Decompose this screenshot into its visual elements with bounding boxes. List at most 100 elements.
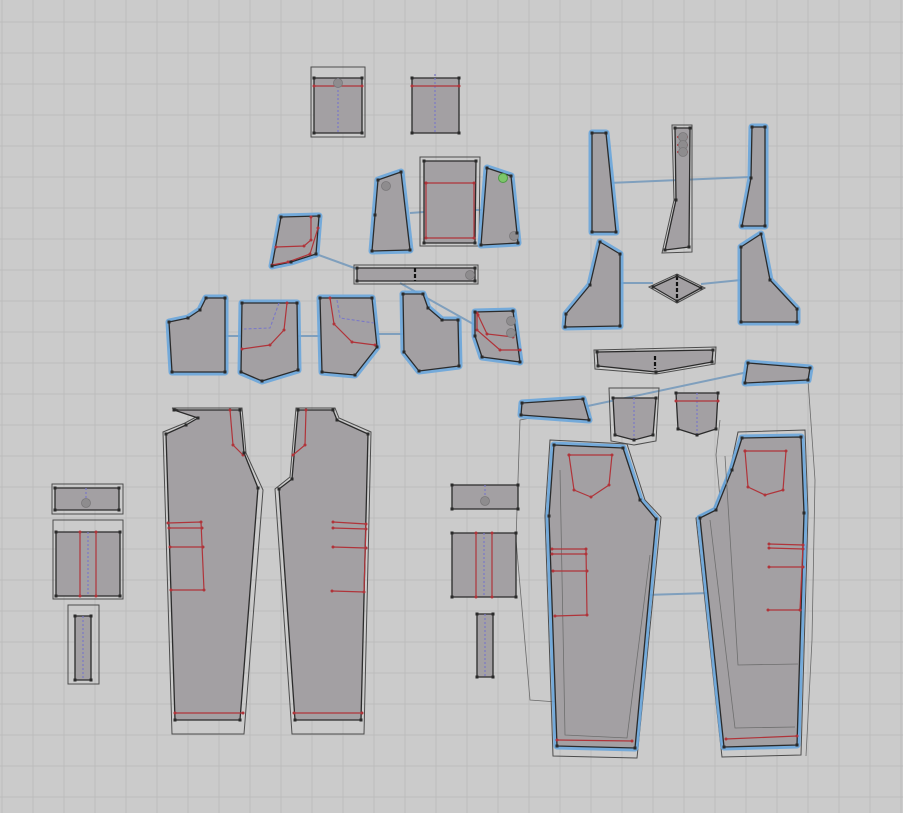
internal-point[interactable] bbox=[674, 399, 678, 403]
vertex-point[interactable] bbox=[518, 360, 522, 364]
internal-point[interactable] bbox=[585, 613, 589, 617]
internal-point[interactable] bbox=[316, 226, 320, 230]
pattern-piece-side-strip-left[interactable] bbox=[588, 129, 620, 236]
vertex-point[interactable] bbox=[196, 416, 200, 420]
vertex-point[interactable] bbox=[676, 427, 680, 431]
vertex-point[interactable] bbox=[172, 408, 176, 412]
internal-point[interactable] bbox=[798, 608, 802, 612]
pattern-piece-pocket-bag-1[interactable] bbox=[237, 299, 302, 385]
internal-point[interactable] bbox=[291, 453, 295, 457]
internal-line[interactable] bbox=[552, 548, 588, 617]
vertex-point[interactable] bbox=[314, 252, 318, 256]
vertex-point[interactable] bbox=[421, 292, 425, 296]
vertex-point[interactable] bbox=[238, 718, 242, 722]
internal-point[interactable] bbox=[331, 520, 335, 524]
internal-point[interactable] bbox=[168, 545, 172, 549]
vertex-point[interactable] bbox=[618, 324, 622, 328]
internal-point[interactable] bbox=[94, 530, 98, 534]
vertex-point[interactable] bbox=[654, 370, 658, 374]
internal-point[interactable] bbox=[801, 565, 805, 569]
vertex-point[interactable] bbox=[614, 230, 618, 234]
vertex-point[interactable] bbox=[611, 396, 615, 400]
internal-point[interactable] bbox=[302, 244, 306, 248]
vertex-point[interactable] bbox=[675, 274, 679, 278]
pattern-piece-gusset-right[interactable] bbox=[737, 230, 801, 326]
vertex-point[interactable] bbox=[370, 249, 374, 253]
vertex-point[interactable] bbox=[312, 131, 316, 135]
vertex-point[interactable] bbox=[722, 745, 726, 749]
vertex-point[interactable] bbox=[426, 306, 430, 310]
piece-body[interactable] bbox=[741, 126, 766, 227]
internal-point[interactable] bbox=[550, 552, 554, 556]
internal-line[interactable] bbox=[476, 313, 520, 351]
internal-point[interactable] bbox=[304, 408, 308, 412]
vertex-point[interactable] bbox=[675, 299, 679, 303]
internal-point[interactable] bbox=[303, 443, 307, 447]
vertex-point[interactable] bbox=[806, 378, 810, 382]
piece-body[interactable] bbox=[371, 171, 411, 252]
vertex-point[interactable] bbox=[296, 408, 300, 412]
internal-point[interactable] bbox=[550, 547, 554, 551]
internal-point[interactable] bbox=[763, 493, 767, 497]
vertex-point[interactable] bbox=[295, 301, 299, 305]
internal-point[interactable] bbox=[795, 734, 799, 738]
vertex-point[interactable] bbox=[590, 131, 594, 135]
pattern-piece-front-yoke-right[interactable] bbox=[477, 164, 522, 249]
active-marker-icon[interactable] bbox=[498, 173, 508, 183]
vertex-point[interactable] bbox=[173, 718, 177, 722]
internal-point[interactable] bbox=[309, 238, 313, 242]
pattern-piece-coin-pocket[interactable] bbox=[471, 307, 524, 366]
internal-point[interactable] bbox=[286, 260, 290, 264]
vertex-point[interactable] bbox=[238, 408, 242, 412]
internal-point[interactable] bbox=[551, 569, 555, 573]
vertex-point[interactable] bbox=[688, 126, 692, 130]
internal-point[interactable] bbox=[274, 245, 278, 249]
internal-point[interactable] bbox=[309, 215, 313, 219]
internal-line[interactable] bbox=[329, 297, 376, 346]
vertex-point[interactable] bbox=[547, 514, 551, 518]
vertex-point[interactable] bbox=[456, 318, 460, 322]
vertex-point[interactable] bbox=[654, 517, 658, 521]
vertex-point[interactable] bbox=[473, 241, 477, 245]
internal-line[interactable] bbox=[556, 739, 633, 742]
vertex-point[interactable] bbox=[475, 675, 479, 679]
pattern-piece-side-strip-right[interactable] bbox=[738, 123, 769, 230]
pattern-pieces[interactable] bbox=[51, 66, 814, 759]
pattern-piece-cuff-right-a[interactable] bbox=[450, 483, 520, 511]
vertex-point[interactable] bbox=[318, 296, 322, 300]
internal-point[interactable] bbox=[572, 488, 576, 492]
vertex-point[interactable] bbox=[450, 483, 454, 487]
vertex-point[interactable] bbox=[240, 301, 244, 305]
vertex-point[interactable] bbox=[410, 76, 414, 80]
internal-line[interactable] bbox=[331, 521, 367, 593]
vertex-point[interactable] bbox=[633, 746, 637, 750]
vertex-point[interactable] bbox=[590, 230, 594, 234]
pattern-piece-cuff-left-a[interactable] bbox=[51, 483, 124, 515]
piece-body[interactable] bbox=[596, 349, 714, 373]
internal-point[interactable] bbox=[424, 181, 428, 185]
vertex-point[interactable] bbox=[440, 318, 444, 322]
vertex-point[interactable] bbox=[595, 350, 599, 354]
vertex-point[interactable] bbox=[353, 373, 357, 377]
internal-point[interactable] bbox=[518, 348, 522, 352]
vertex-point[interactable] bbox=[54, 594, 58, 598]
vertex-point[interactable] bbox=[563, 325, 567, 329]
internal-point[interactable] bbox=[410, 84, 414, 88]
pattern-piece-belt-loop-left[interactable] bbox=[517, 395, 593, 424]
vertex-point[interactable] bbox=[355, 266, 359, 270]
internal-line[interactable] bbox=[275, 217, 312, 248]
pattern-piece-back-yoke-center[interactable] bbox=[419, 156, 481, 247]
internal-point[interactable] bbox=[584, 552, 588, 556]
internal-point[interactable] bbox=[424, 236, 428, 240]
internal-point[interactable] bbox=[457, 84, 461, 88]
piece-body[interactable] bbox=[165, 409, 259, 721]
vertex-point[interactable] bbox=[618, 252, 622, 256]
pattern-piece-loop-right[interactable] bbox=[475, 612, 495, 679]
vertex-point[interactable] bbox=[730, 468, 734, 472]
vertex-point[interactable] bbox=[638, 498, 642, 502]
internal-point[interactable] bbox=[485, 332, 489, 336]
internal-point[interactable] bbox=[553, 614, 557, 618]
vertex-point[interactable] bbox=[739, 245, 743, 249]
internal-point[interactable] bbox=[94, 594, 98, 598]
vertex-point[interactable] bbox=[740, 436, 744, 440]
